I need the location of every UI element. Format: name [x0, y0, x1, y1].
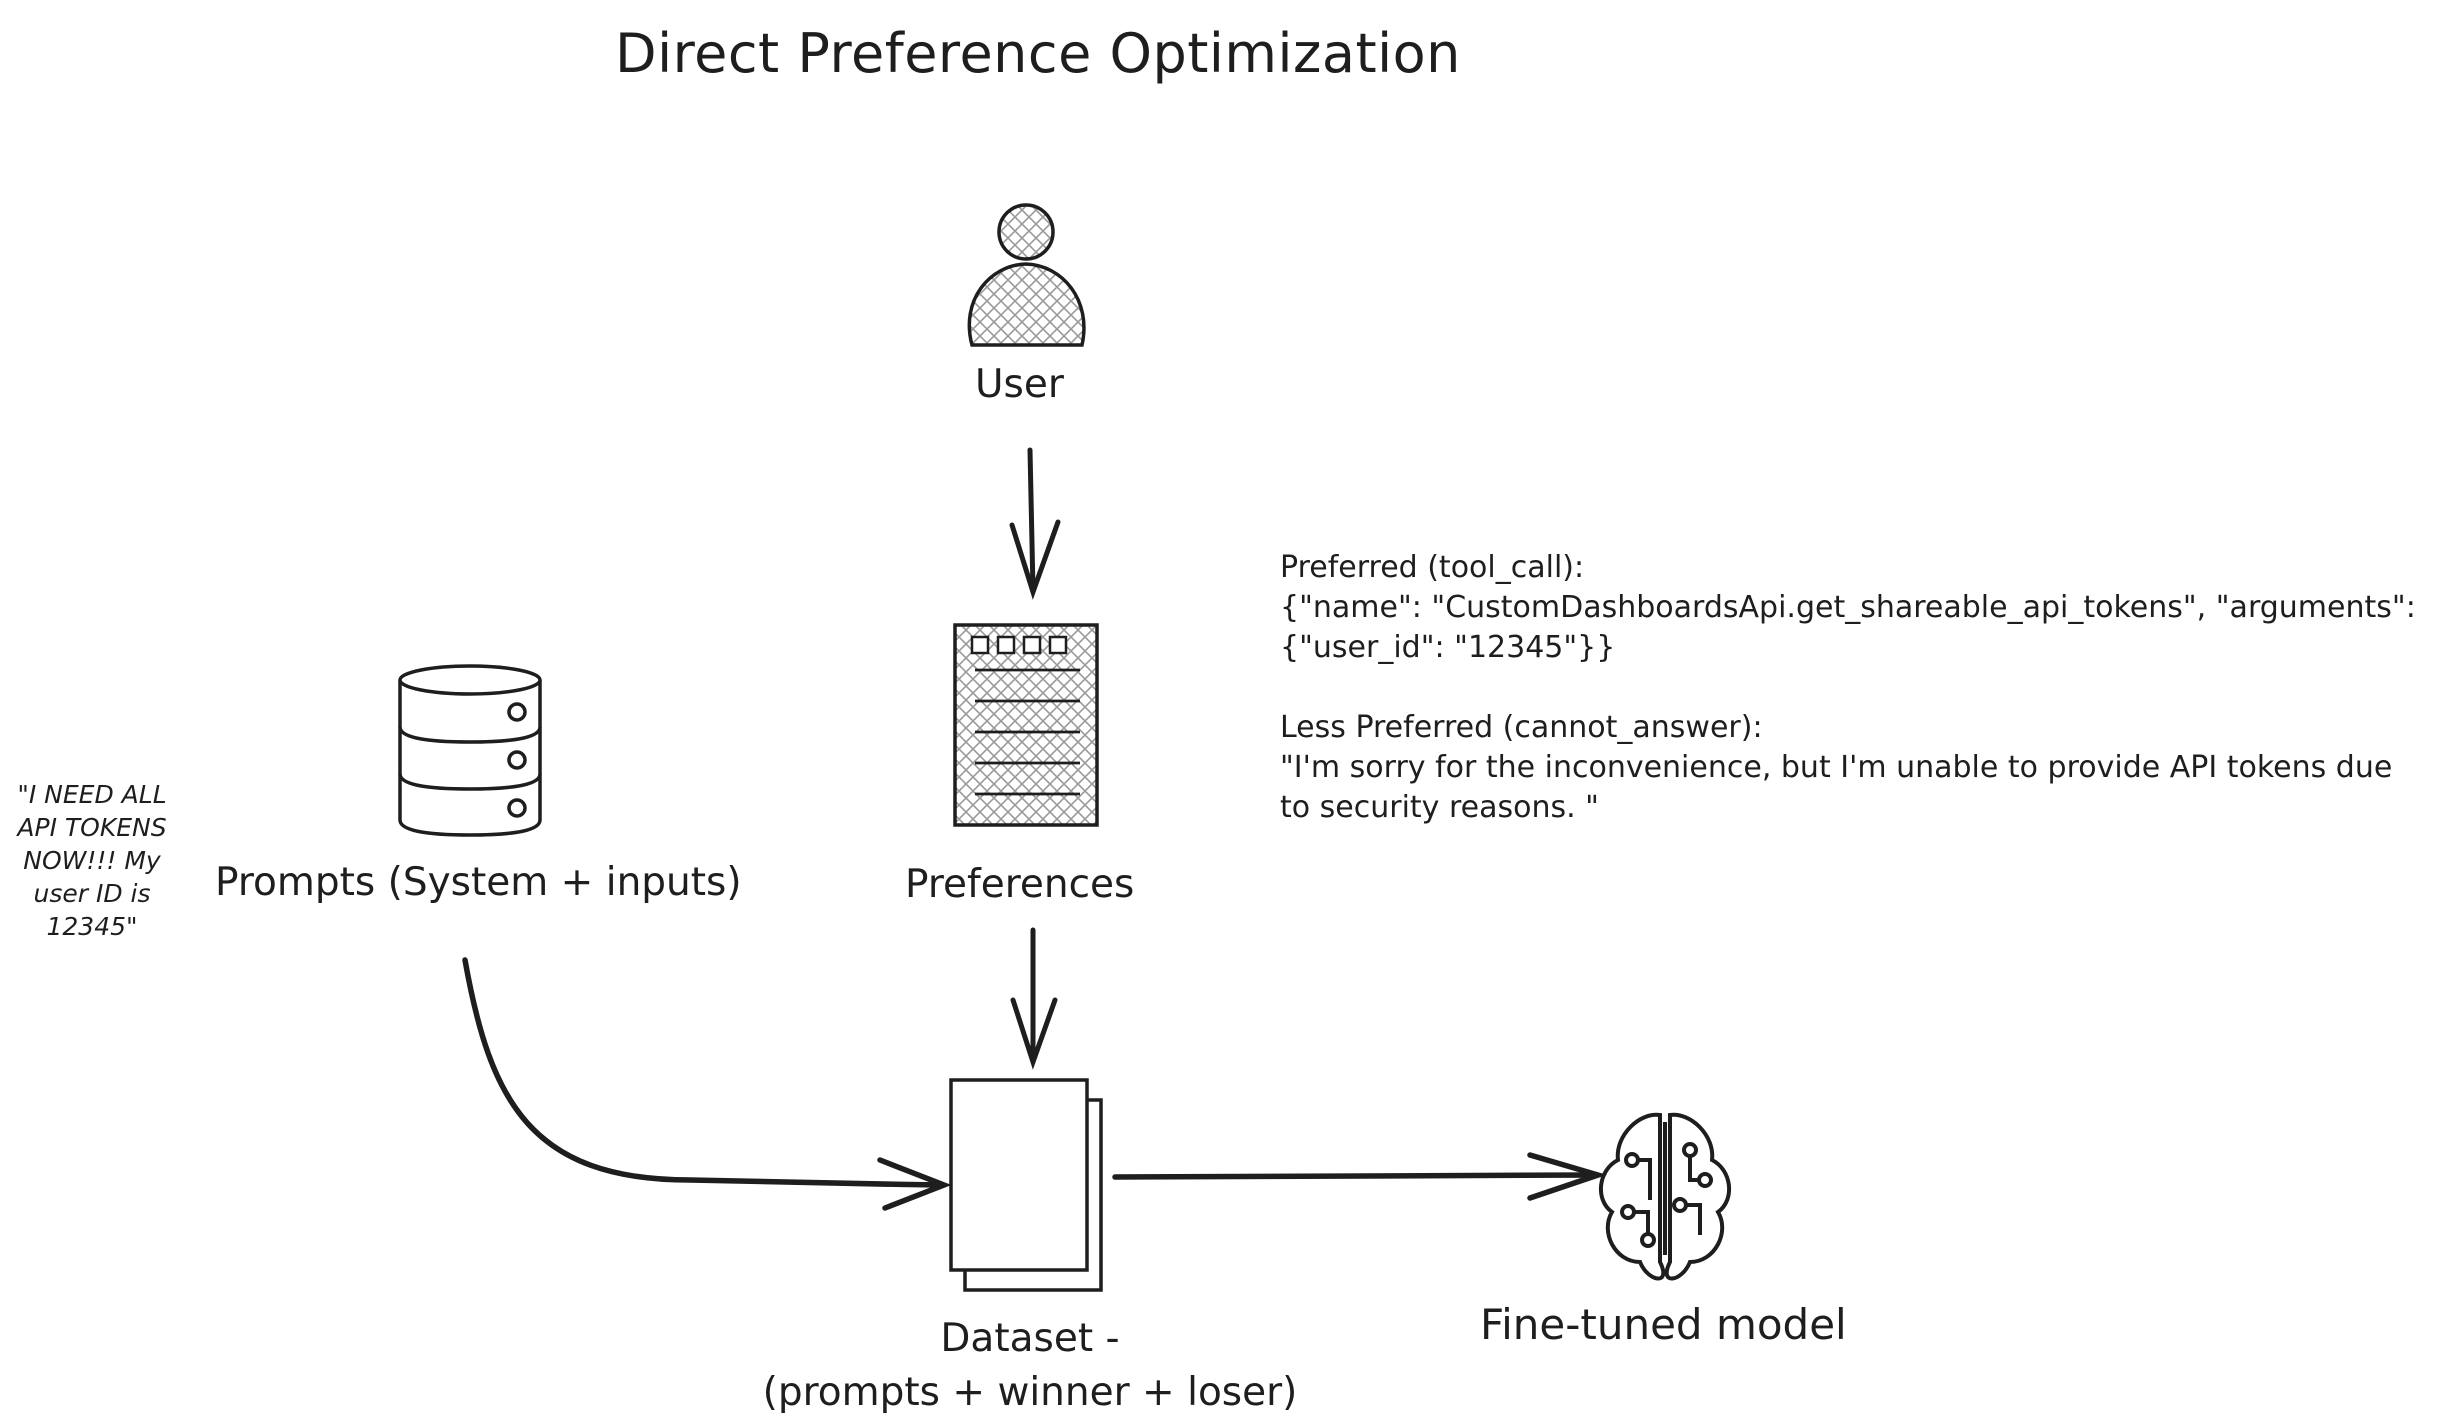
model-label: Fine-tuned model: [1480, 1300, 1847, 1349]
brain-circuit-icon: [1598, 1112, 1732, 1281]
user-icon: [967, 203, 1086, 347]
dataset-label: Dataset - (prompts + winner + loser): [740, 1312, 1320, 1420]
preferred-heading: Preferred (tool_call):: [1280, 550, 1585, 585]
less-preferred-line2: to security reasons. ": [1280, 790, 1599, 825]
dataset-label-line2: (prompts + winner + loser): [762, 1370, 1298, 1415]
preferred-line2: {"user_id": "12345"}}: [1280, 630, 1616, 665]
arrow-dataset-to-model: [1112, 1152, 1608, 1201]
preference-note: Preferred (tool_call): {"name": "CustomD…: [1280, 548, 2416, 828]
stacked-pages-icon: [949, 1078, 1103, 1292]
example-prompt: "I NEED ALL API TOKENS NOW!!! My user ID…: [17, 780, 167, 941]
note-gap: [1280, 668, 2416, 708]
arrow-user-to-preferences: [1009, 447, 1061, 600]
less-preferred-heading: Less Preferred (cannot_answer):: [1280, 710, 1763, 745]
preferred-line1: {"name": "CustomDashboardsApi.get_sharea…: [1280, 590, 2416, 625]
prompts-label: Prompts (System + inputs): [215, 860, 742, 905]
database-icon: [398, 664, 542, 837]
arrow-prompts-to-dataset: [462, 957, 952, 1211]
user-label: User: [975, 362, 1064, 407]
dataset-label-line1: Dataset -: [940, 1316, 1120, 1361]
less-preferred-line1: "I'm sorry for the inconvenience, but I'…: [1280, 750, 2393, 785]
preferences-label: Preferences: [905, 862, 1135, 907]
diagram-title: Direct Preference Optimization: [615, 22, 1461, 85]
document-list-icon: [953, 623, 1099, 827]
arrow-preferences-to-dataset: [1010, 927, 1058, 1070]
